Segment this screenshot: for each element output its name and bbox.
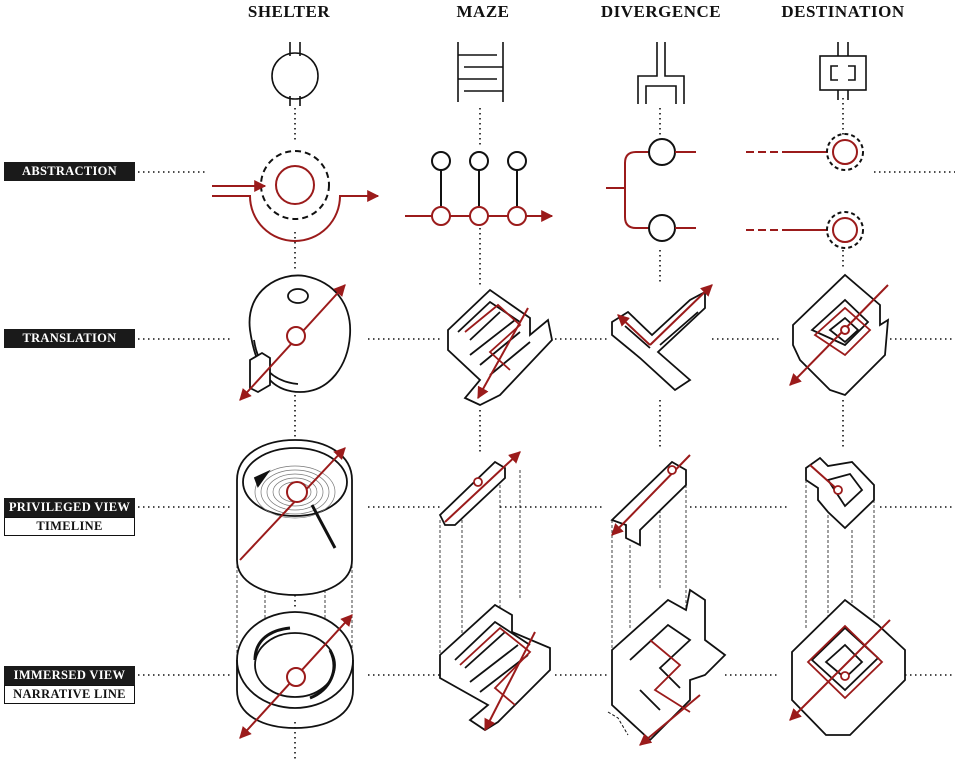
translation-maze bbox=[447, 288, 553, 406]
plan-symbol-divergence bbox=[637, 42, 685, 104]
plan-symbol-maze bbox=[457, 42, 504, 102]
privileged-maze bbox=[438, 451, 521, 526]
translation-divergence bbox=[611, 284, 713, 392]
translation-destination bbox=[789, 273, 890, 397]
column-title-shelter: SHELTER bbox=[247, 2, 331, 21]
privileged-shelter bbox=[236, 439, 353, 596]
abstraction-destination bbox=[746, 133, 864, 249]
privileged-destination bbox=[805, 456, 875, 530]
row-label-narrative-line: NARRATIVE LINE bbox=[4, 685, 135, 704]
immersed-destination bbox=[789, 598, 906, 736]
immersed-divergence bbox=[607, 588, 727, 746]
translation-shelter bbox=[239, 274, 351, 401]
column-title-maze: MAZE bbox=[456, 2, 510, 21]
abstraction-maze bbox=[405, 151, 554, 226]
column-title-divergence: DIVERGENCE bbox=[600, 2, 722, 21]
privileged-divergence bbox=[610, 454, 691, 547]
row-label-immersed-view: IMMERSED VIEW bbox=[4, 666, 135, 685]
plan-symbol-destination bbox=[819, 42, 867, 100]
immersed-maze bbox=[439, 603, 551, 732]
row-label-translation: TRANSLATION bbox=[4, 329, 135, 348]
row-guides bbox=[138, 171, 955, 676]
row-label-privileged-view: PRIVILEGED VIEW bbox=[4, 498, 135, 517]
column-title-destination: DESTINATION bbox=[781, 2, 905, 21]
plan-symbol-shelter bbox=[271, 42, 319, 106]
column-guides bbox=[294, 98, 844, 760]
abstraction-shelter bbox=[212, 150, 380, 242]
row-label-timeline: TIMELINE bbox=[4, 517, 135, 536]
immersed-shelter bbox=[236, 611, 354, 739]
row-label-abstraction: ABSTRACTION bbox=[4, 162, 135, 181]
abstraction-divergence bbox=[606, 138, 696, 242]
